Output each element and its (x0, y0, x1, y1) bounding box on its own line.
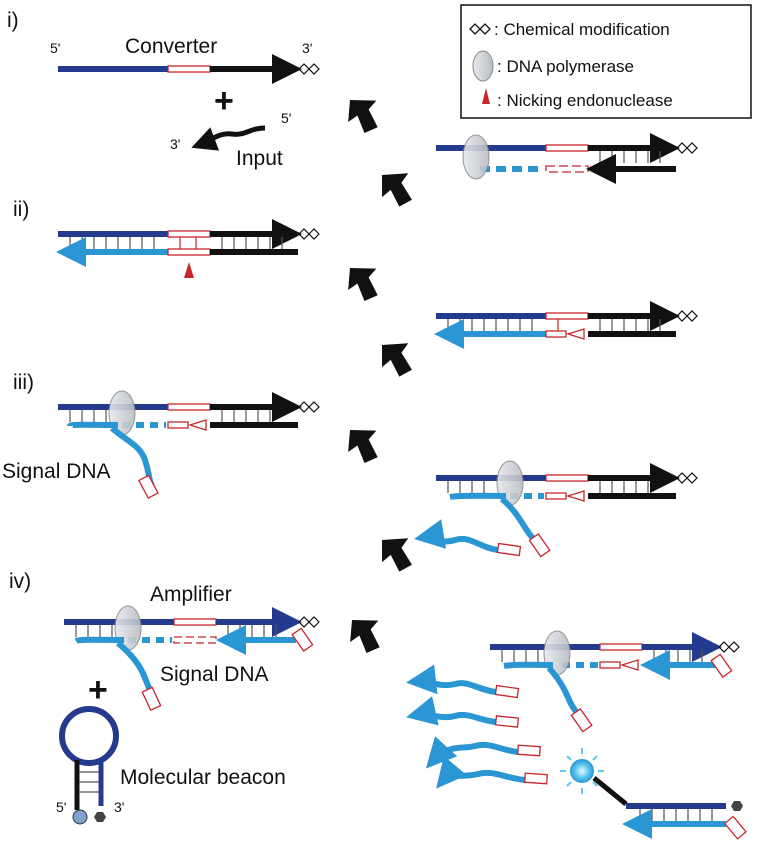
opened-beacon (560, 748, 747, 840)
panel-tag-i: i) (7, 9, 19, 32)
panel-tag-ii: ii) (13, 198, 29, 221)
quencher-icon-right (731, 801, 743, 811)
legend-label-nicking: : Nicking endonuclease (497, 91, 673, 110)
duplex-ii (56, 219, 320, 278)
input-strand (191, 125, 266, 151)
converter-strand (58, 54, 320, 84)
panel-ii: ii) (13, 198, 320, 278)
plus-sign: + (214, 82, 234, 120)
legend-box (460, 4, 752, 119)
glowing-fluorophore-icon (570, 759, 594, 783)
molecular-beacon (59, 706, 119, 825)
legend-label-polymerase: : DNA polymerase (497, 57, 634, 76)
beacon-five-prime: 5' (56, 799, 66, 815)
step-arrows (344, 96, 415, 656)
step-arrow-3 (344, 264, 383, 304)
panel-iii: iii) Signal DNA (2, 371, 320, 500)
input-label: Input (236, 147, 283, 170)
nick-site-triangle (184, 262, 194, 278)
step-arrow-6 (379, 536, 415, 573)
right-duplex-3 (414, 460, 698, 558)
signal-dna-label-iv: Signal DNA (160, 663, 269, 686)
panel-tag-iv: iv) (9, 570, 31, 593)
duplex-iii (58, 390, 320, 500)
input-three-prime: 3' (170, 136, 180, 152)
step-arrow-5 (344, 426, 383, 466)
red-triangle-icon (482, 88, 490, 104)
panel-i: i) Converter 5' 3' + 3' 5' Input (7, 9, 320, 170)
step-arrow-7 (346, 616, 385, 656)
converter-label: Converter (125, 35, 217, 58)
released-signal-dna (414, 519, 499, 553)
panel-tag-iii: iii) (13, 371, 34, 394)
polymerase-right-1 (462, 134, 490, 180)
legend: : Chemical modification : DNA polymerase… (460, 4, 752, 119)
quencher-icon (94, 812, 106, 822)
input-five-prime: 5' (281, 110, 291, 126)
plus-sign-iv: + (88, 671, 108, 709)
polymerase-right-4 (543, 630, 571, 676)
molecular-beacon-label: Molecular beacon (120, 766, 286, 789)
five-prime-label: 5' (50, 40, 60, 56)
legend-label-modification: : Chemical modification (494, 20, 670, 39)
amplifier-duplex (64, 605, 320, 712)
fluorophore-icon (72, 809, 88, 825)
amplifier-label: Amplifier (150, 583, 232, 606)
beacon-three-prime: 3' (114, 799, 124, 815)
ellipse-icon (472, 50, 494, 82)
diamond-pair-icon (469, 23, 491, 35)
step-arrow-2 (379, 171, 415, 208)
three-prime-label: 3' (302, 40, 312, 56)
step-arrow-4 (379, 341, 415, 378)
right-duplex-2 (434, 301, 698, 349)
right-duplex-1 (436, 133, 698, 184)
step-arrow-1 (344, 96, 383, 136)
right-duplex-4 (490, 630, 740, 733)
panel-iv: iv) Amplifier Signal DNA + (9, 570, 320, 825)
signal-dna-label-iii: Signal DNA (2, 460, 111, 483)
released-signal-dnas (406, 664, 548, 789)
